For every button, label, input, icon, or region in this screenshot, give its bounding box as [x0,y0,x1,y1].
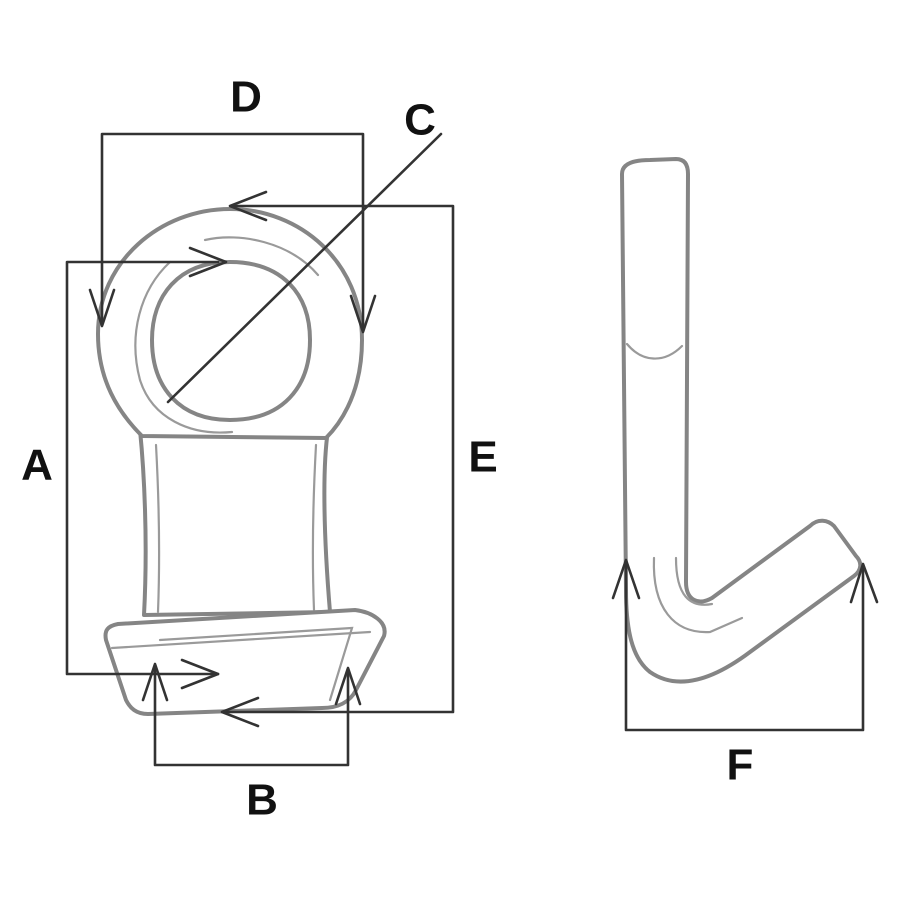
dimension-c: C [166,96,443,404]
front-view-base-plate-inner [158,626,354,702]
dimension-e-line [224,204,455,714]
dimension-e: E [220,190,498,728]
dimension-c-label: C [404,96,436,145]
side-view-curve-highlight-outer [674,556,714,606]
front-view-ring-inner-highlight [134,260,234,434]
dimension-d-line [100,132,365,332]
dimension-b-left-arrow-icon [141,662,169,702]
dimension-b-label: B [246,776,278,825]
dimension-d-label: D [230,73,262,122]
side-view-curve-highlight-inner [652,556,744,634]
dimension-b-line [153,664,350,767]
dimension-f-line [624,560,865,732]
dimension-a-line [65,260,220,676]
dimension-b: B [141,662,362,825]
dimension-f-left-arrow-icon [611,558,641,600]
dimension-d-left-arrow-icon [88,288,116,328]
dimension-f-right-arrow-icon [849,562,879,604]
dimension-f: F [611,558,879,790]
dimension-c-line [166,132,443,404]
dimension-e-label: E [468,433,497,482]
side-view-profile [620,157,863,684]
side-view [620,157,863,684]
dimension-d: D [88,73,377,334]
dimension-b-right-arrow-icon [334,666,362,706]
front-view-neck [138,428,332,617]
dimension-a: A [21,246,228,690]
dimension-f-label: F [727,741,754,790]
dimension-e-bottom-arrow-icon [220,696,260,728]
dimension-e-top-arrow-icon [228,190,268,222]
front-view [96,207,387,716]
dimension-d-right-arrow-icon [349,294,377,334]
dimension-a-bottom-arrow-icon [180,658,220,690]
side-view-bend-highlight [625,342,684,360]
front-view-neck-highlight-left [154,443,161,614]
front-view-neck-highlight-right [311,443,318,612]
dimension-a-top-arrow-icon [188,246,228,278]
front-view-base-plate-edge [110,630,372,650]
dimension-a-label: A [21,441,53,490]
